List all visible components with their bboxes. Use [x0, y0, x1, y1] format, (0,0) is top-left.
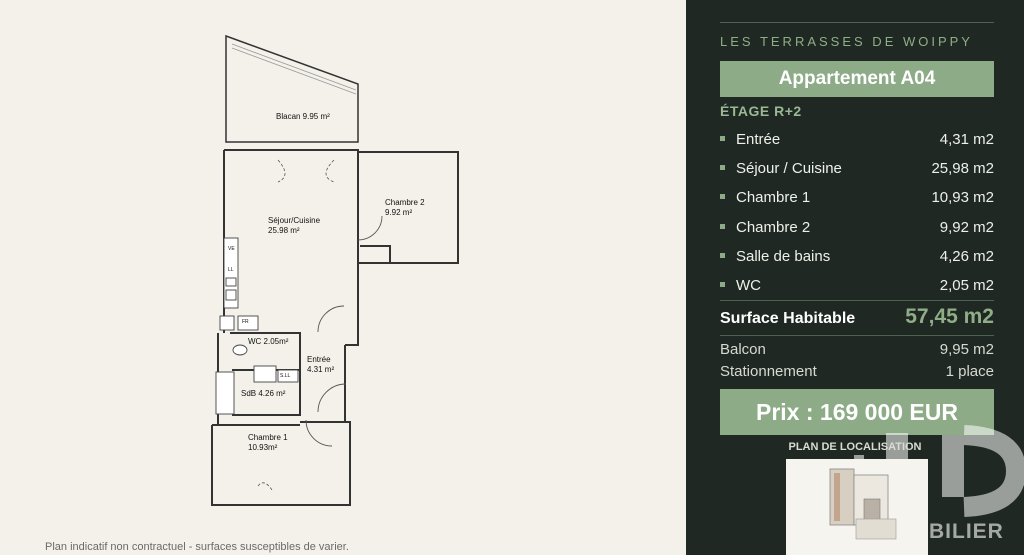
balcon-value: 9,95 m2 [939, 341, 994, 358]
lave-label: LL [228, 267, 234, 273]
disclaimer-text: Plan indicatif non contractuel - surface… [45, 541, 349, 553]
room-area: 4,31 m2 [939, 131, 994, 148]
parking-value: 1 place [945, 363, 994, 380]
bullet-icon [720, 194, 725, 199]
room-row: Séjour / Cuisine 25,98 m2 [720, 157, 994, 179]
sdb-label: SdB 4.26 m² [241, 389, 286, 398]
room-area: 25,98 m2 [931, 160, 994, 177]
room-area: 4,26 m2 [939, 248, 994, 265]
localisation-map-image [829, 468, 897, 540]
info-panel: LES TERRASSES DE WOIPPY Appartement A04 … [686, 0, 1024, 555]
room-name: Entrée [736, 131, 781, 148]
surface-divider-bottom [720, 335, 994, 336]
room-row: Entrée 4,31 m2 [720, 128, 994, 150]
entree-label: Entrée 4.31 m² [307, 355, 335, 374]
chambre1-label: Chambre 1 10.93m² [248, 433, 288, 452]
apartment-title: Appartement A04 [720, 61, 994, 97]
room-area: 10,93 m2 [931, 189, 994, 206]
localisation-title: PLAN DE LOCALISATION [788, 441, 922, 453]
room-area: 2,05 m2 [939, 277, 994, 294]
bullet-icon [720, 253, 725, 258]
room-name: WC [736, 277, 761, 294]
wc-label: WC 2.05m² [248, 337, 289, 346]
room-row: Chambre 2 9,92 m2 [720, 216, 994, 238]
room-row: WC 2,05 m2 [720, 274, 994, 296]
room-name: Chambre 2 [736, 219, 811, 236]
room-name: Salle de bains [736, 248, 831, 265]
chambre2-label: Chambre 2 9.92 m² [385, 198, 425, 217]
surface-value: 57,45 m2 [905, 305, 994, 328]
bullet-icon [720, 136, 725, 141]
room-name: Chambre 1 [736, 189, 811, 206]
floorplan-area: Blacan 9.95 m² Séjour/Cuisine 25.98 m² C… [0, 0, 686, 555]
room-row: Salle de bains 4,26 m2 [720, 245, 994, 267]
balcon-label: Balcon [720, 341, 766, 358]
surface-divider [720, 300, 994, 301]
balcon-row: Balcon 9,95 m2 [720, 341, 994, 361]
room-row: Chambre 1 10,93 m2 [720, 186, 994, 208]
floorplan-drawing [211, 34, 459, 506]
lave2-label: S.LL [280, 373, 291, 379]
balcon-label: Blacan 9.95 m² [276, 112, 330, 121]
bullet-icon [720, 224, 725, 229]
fridge-label: FR [242, 319, 249, 325]
bullet-icon [720, 282, 725, 287]
price-banner: Prix : 169 000 EUR [720, 389, 994, 435]
top-divider [720, 22, 994, 23]
parking-row: Stationnement 1 place [720, 363, 994, 383]
floor-label: ÉTAGE R+2 [720, 103, 802, 119]
parking-label: Stationnement [720, 363, 817, 380]
sejour-label: Séjour/Cuisine 25.98 m² [268, 216, 321, 235]
ve-label: VE [228, 246, 235, 252]
room-name: Séjour / Cuisine [736, 160, 842, 177]
watermark-text: BILIER [929, 520, 1004, 543]
surface-label: Surface Habitable [720, 310, 856, 327]
localisation-map [786, 459, 928, 555]
bullet-icon [720, 165, 725, 170]
brand-title: LES TERRASSES DE WOIPPY [720, 34, 973, 49]
room-area: 9,92 m2 [939, 219, 994, 236]
